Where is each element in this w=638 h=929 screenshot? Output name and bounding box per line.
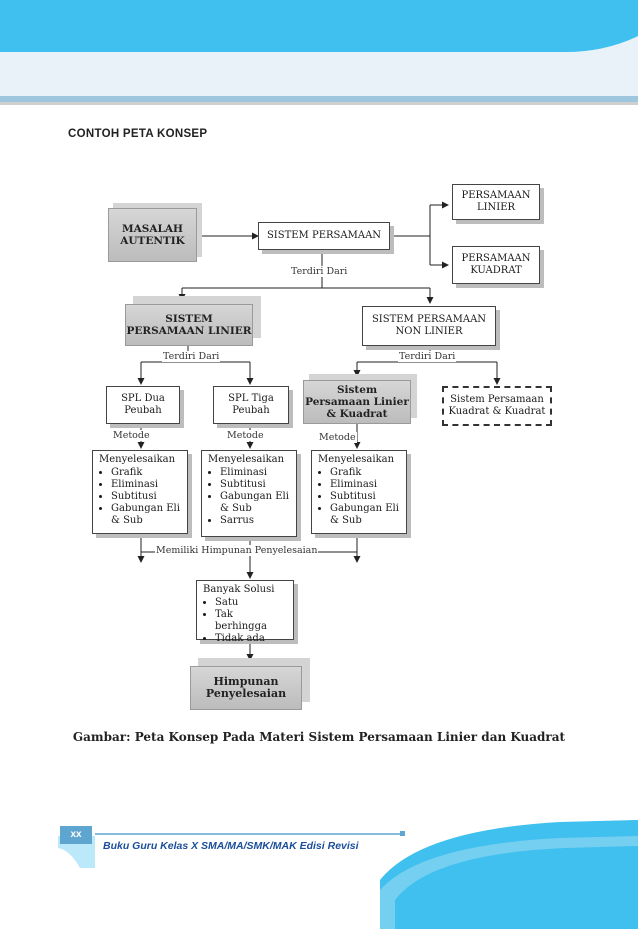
label-terdiri-dari-3: Terdiri Dari	[398, 351, 457, 362]
list-item: Sarrus	[220, 515, 290, 527]
list-item: Grafik	[111, 467, 181, 479]
list-item: Gabungan Eli & Sub	[220, 491, 290, 515]
list-title: Menyelesaikan	[208, 454, 285, 465]
label-metode-3: Metode	[318, 432, 357, 443]
list-item: Gabungan Eli & Sub	[111, 503, 181, 527]
node-spl-tiga-peubah: SPL Tiga Peubah	[213, 386, 289, 424]
node-persamaan-linier: PERSAMAAN LINIER	[452, 184, 540, 220]
node-spl: SISTEM PERSAMAAN LINIER	[125, 304, 253, 346]
list-item: Eliminasi	[111, 479, 181, 491]
label-metode-1: Metode	[112, 430, 151, 441]
node-sistem-persamaan: SISTEM PERSAMAAN	[258, 222, 390, 250]
list-title: Menyelesaikan	[99, 454, 176, 465]
list-item: Tak berhingga	[215, 609, 287, 633]
node-masalah-autentik: MASALAH AUTENTIK	[108, 208, 197, 262]
list-title: Banyak Solusi	[203, 584, 275, 595]
label-terdiri-dari-1: Terdiri Dari	[290, 266, 349, 277]
label-terdiri-dari-2: Terdiri Dari	[162, 351, 221, 362]
page-number: xx	[60, 826, 92, 844]
node-menyelesaikan-lk: Menyelesaikan Grafik Eliminasi Subtitusi…	[311, 450, 407, 534]
figure-caption: Gambar: Peta Konsep Pada Materi Sistem P…	[72, 730, 566, 744]
node-persamaan-kuadrat: PERSAMAAN KUADRAT	[452, 246, 540, 284]
node-sp-kuadrat-kuadrat: Sistem Persamaan Kuadrat & Kuadrat	[442, 386, 552, 426]
header-band	[0, 0, 638, 105]
list-item: Subtitusi	[111, 491, 181, 503]
node-menyelesaikan-tiga: Menyelesaikan Eliminasi Subtitusi Gabung…	[201, 450, 297, 537]
node-banyak-solusi: Banyak Solusi Satu Tak berhingga Tidak a…	[196, 580, 294, 644]
list-item: Satu	[215, 597, 287, 609]
footer-band	[58, 820, 638, 929]
node-spl-dua-peubah: SPL Dua Peubah	[106, 386, 180, 424]
list-title: Menyelesaikan	[318, 454, 395, 465]
list-item: Subtitusi	[330, 491, 400, 503]
label-memiliki-hp: Memiliki Himpunan Penyelesaian	[155, 545, 319, 556]
list-item: Tidak ada	[215, 633, 287, 645]
node-himpunan-penyelesaian: Himpunan Penyelesaian	[190, 666, 302, 710]
node-spnl: SISTEM PERSAMAAN NON LINIER	[362, 306, 496, 346]
list-item: Gabungan Eli & Sub	[330, 503, 400, 527]
label-metode-2: Metode	[226, 430, 265, 441]
list-item: Subtitusi	[220, 479, 290, 491]
node-menyelesaikan-dua: Menyelesaikan Grafik Eliminasi Subtitusi…	[92, 450, 188, 534]
list-item: Grafik	[330, 467, 400, 479]
list-item: Eliminasi	[330, 479, 400, 491]
node-sp-linier-kuadrat: Sistem Persamaan Linier & Kuadrat	[303, 380, 411, 424]
section-title: CONTOH PETA KONSEP	[68, 128, 208, 140]
footer-book-title: Buku Guru Kelas X SMA/MA/SMK/MAK Edisi R…	[103, 840, 359, 852]
list-item: Eliminasi	[220, 467, 290, 479]
